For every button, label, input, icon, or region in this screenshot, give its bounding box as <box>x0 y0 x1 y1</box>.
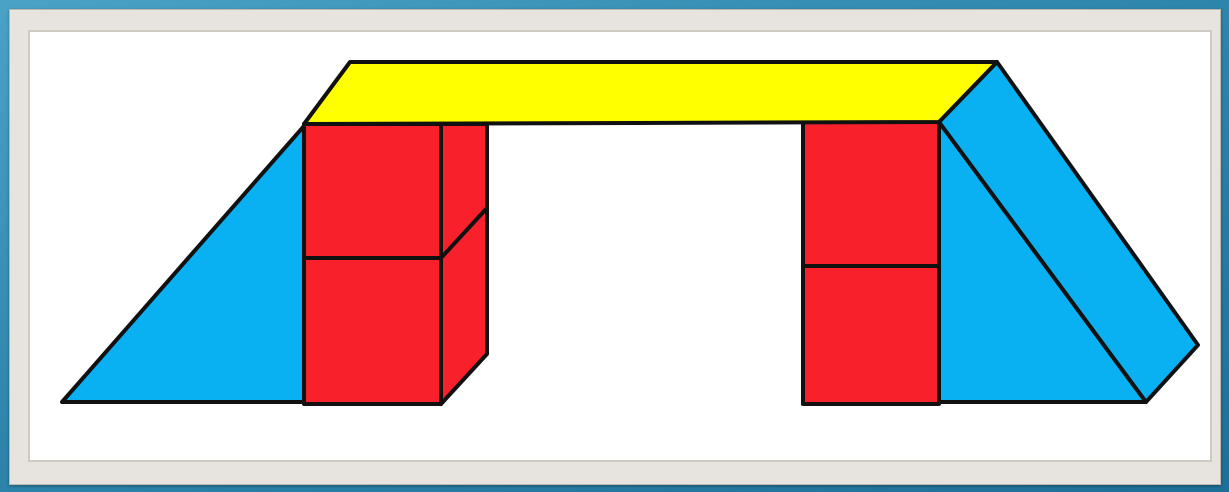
right-upper-red-block <box>803 122 939 266</box>
left-lower-red-block <box>304 258 441 404</box>
right-lower-red-block <box>803 266 939 404</box>
left-upper-red-block <box>304 124 441 258</box>
yellow-beam <box>304 62 997 124</box>
left-red-pillar-side <box>441 124 487 404</box>
left-blue-ramp <box>62 126 304 402</box>
